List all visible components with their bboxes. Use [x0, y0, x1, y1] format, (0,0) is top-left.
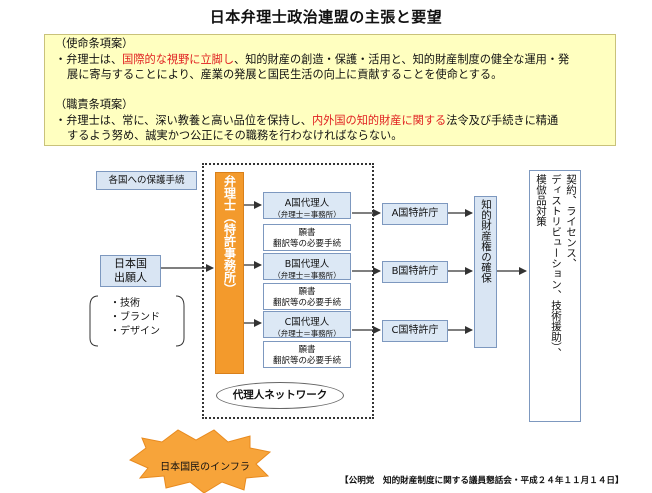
mission-line-2: 展に寄与することにより、産業の発展と国民生活の向上に貢献することを使命とする。: [67, 68, 503, 81]
contracts-col-1: 契約、ライセンス、: [565, 174, 577, 269]
contracts-col-3: 模倣品対策: [535, 174, 547, 227]
agent-c-name: C国代理人: [284, 317, 330, 328]
assets-list: ・技術 ・ブランド ・デザイン: [110, 297, 160, 339]
duty-text-highlight: 内外国の知的財産に関する: [311, 114, 447, 127]
infrastructure-burst-shape: [129, 429, 272, 493]
office-a-box: A国特許庁: [382, 203, 448, 225]
agent-b-name: B国代理人: [284, 259, 330, 270]
agent-network-label: 代理人ネットワーク: [216, 382, 344, 409]
agent-b-doc-application: 願書: [298, 287, 316, 297]
patent-firm-box: 弁理士（特許事務所）: [215, 172, 244, 374]
agent-a-doc-application: 願書: [298, 228, 316, 238]
ip-rights-label: 知的財産権の確保: [480, 199, 492, 283]
asset-design: ・デザイン: [110, 326, 160, 337]
agent-b-doc-translation: 翻訳等の必要手続: [272, 298, 341, 308]
contracts-col-2: ディストリビューション、技術援助）、: [550, 174, 562, 358]
agent-b-sub: （弁理士＝事務所）: [273, 271, 341, 280]
page-title: 日本弁理士政治連盟の主張と要望: [209, 8, 443, 26]
infrastructure-label: 日本国民のインフラ: [160, 462, 250, 473]
agent-c-doc-application: 願書: [298, 345, 316, 355]
asset-brand: ・ブランド: [110, 312, 160, 323]
agent-a-box: A国代理人 （弁理士＝事務所）: [263, 192, 351, 219]
agent-network-boundary: [202, 163, 374, 419]
mission-heading: （使命条項案）: [55, 37, 134, 50]
mission-text-post: 、知的財産の創造・保護・活用と、知的財産制度の健全な運用・発: [234, 53, 570, 66]
protection-procedure-box: 各国への保護手続: [96, 171, 197, 190]
agent-c-doc-translation: 翻訳等の必要手続: [272, 356, 341, 366]
office-b-box: B国特許庁: [382, 261, 448, 283]
contracts-box: 契約、ライセンス、 ディストリビューション、技術援助）、 模倣品対策: [529, 170, 581, 422]
agent-c-box: C国代理人 （弁理士＝事務所）: [263, 311, 351, 338]
proposal-box: [44, 34, 616, 146]
duty-line-1: ・弁理士は、常に、深い教養と高い品位を保持し、内外国の知的財産に関する法令及び手…: [55, 114, 558, 128]
footer-source: 【公明党 知的財産制度に関する議員懇話会・平成２４年１１月１４日】: [340, 476, 624, 486]
agent-b-box: B国代理人 （弁理士＝事務所）: [263, 253, 351, 280]
applicant-line-2: 出願人: [114, 271, 147, 284]
duty-text-post: 法令及び手続きに精通: [446, 114, 559, 127]
patent-firm-label: 弁理士（特許事務所）: [222, 175, 237, 295]
agent-a-docs: 願書 翻訳等の必要手続: [263, 224, 351, 251]
mission-text-pre: ・弁理士は、: [55, 53, 123, 66]
agent-a-sub: （弁理士＝事務所）: [273, 210, 341, 219]
agent-b-docs: 願書 翻訳等の必要手続: [263, 283, 351, 310]
applicant-box: 日本国 出願人: [100, 255, 161, 287]
mission-line-1: ・弁理士は、国際的な視野に立脚し、知的財産の創造・保護・活用と、知的財産制度の健…: [55, 53, 569, 67]
agent-c-sub: （弁理士＝事務所）: [273, 329, 341, 338]
asset-technology: ・技術: [110, 298, 140, 309]
office-c-box: C国特許庁: [382, 320, 448, 342]
applicant-line-1: 日本国: [114, 257, 147, 270]
agent-a-doc-translation: 翻訳等の必要手続: [272, 239, 341, 249]
agent-c-docs: 願書 翻訳等の必要手続: [263, 341, 351, 368]
duty-heading: （職責条項案）: [55, 98, 134, 111]
duty-text-pre: ・弁理士は、常に、深い教養と高い品位を保持し、: [55, 114, 312, 127]
agent-a-name: A国代理人: [284, 198, 330, 209]
ip-rights-box: 知的財産権の確保: [474, 196, 497, 348]
duty-line-2: するよう努め、誠実かつ公正にその職務を行わなければならない。: [67, 129, 403, 142]
mission-text-highlight: 国際的な視野に立脚し: [122, 53, 235, 66]
